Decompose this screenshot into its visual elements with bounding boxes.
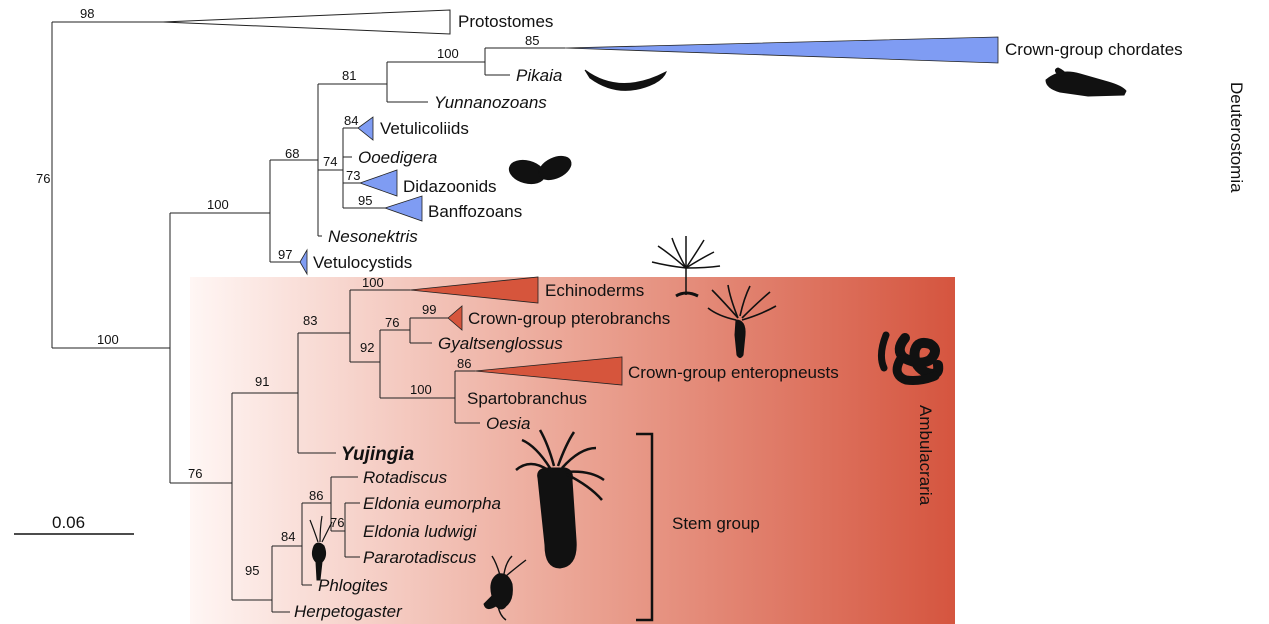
support-value: 98 bbox=[80, 6, 94, 21]
collapsed-clades bbox=[162, 9, 999, 386]
support-value: 76 bbox=[330, 515, 344, 530]
didazoonids-clade bbox=[358, 169, 398, 197]
taxon-pararotadiscus: Pararotadiscus bbox=[363, 548, 477, 567]
taxon-rotadiscus: Rotadiscus bbox=[363, 468, 448, 487]
support-value: 86 bbox=[457, 356, 471, 371]
support-value: 97 bbox=[278, 247, 292, 262]
stem-group-bracket bbox=[636, 432, 654, 622]
taxon-phlogites: Phlogites bbox=[318, 576, 388, 595]
taxon-yunnanozoans: Yunnanozoans bbox=[434, 93, 547, 112]
taxon-eldonia-eumorpha: Eldonia eumorpha bbox=[363, 494, 501, 513]
support-value: 100 bbox=[207, 197, 229, 212]
taxon-ooedigera: Ooedigera bbox=[358, 148, 437, 167]
enteropneust-silhouette bbox=[877, 331, 944, 385]
didazoonid-silhouette bbox=[508, 155, 572, 185]
crown-enteropneusts-clade bbox=[474, 356, 623, 386]
phlogites-silhouette bbox=[309, 515, 333, 581]
ambulacraria-label: Ambulacraria bbox=[916, 405, 935, 506]
support-value: 100 bbox=[437, 46, 459, 61]
taxon-protostomes: Protostomes bbox=[458, 12, 553, 31]
support-value: 85 bbox=[525, 33, 539, 48]
support-value: 76 bbox=[188, 466, 202, 481]
taxon-echinoderms: Echinoderms bbox=[545, 281, 644, 300]
taxon-yujingia: Yujingia bbox=[341, 444, 415, 465]
support-value: 83 bbox=[303, 313, 317, 328]
scale-bar-label: 0.06 bbox=[52, 513, 85, 532]
pikaia-silhouette bbox=[584, 69, 667, 91]
taxon-crown-chordates: Crown-group chordates bbox=[1005, 40, 1183, 59]
support-value: 81 bbox=[342, 68, 356, 83]
support-value: 100 bbox=[410, 382, 432, 397]
vetulocystids-clade bbox=[299, 248, 308, 276]
support-value: 100 bbox=[362, 275, 384, 290]
chordate-silhouette bbox=[1045, 67, 1127, 97]
banffozoans-clade bbox=[383, 195, 423, 222]
taxon-vetulocystids: Vetulocystids bbox=[313, 253, 412, 272]
pterobranch-silhouette bbox=[707, 284, 777, 358]
vetulicoliids-clade bbox=[357, 116, 374, 141]
support-value: 74 bbox=[323, 154, 337, 169]
taxon-oesia: Oesia bbox=[486, 414, 530, 433]
support-value: 86 bbox=[309, 488, 323, 503]
crown-pterobranchs-clade bbox=[447, 305, 463, 331]
yujingia-silhouette bbox=[515, 429, 605, 569]
herpetogaster-silhouette bbox=[483, 555, 527, 621]
crown-chordates-clade bbox=[564, 36, 999, 64]
taxon-herpetogaster: Herpetogaster bbox=[294, 602, 403, 621]
taxon-crown-enteropneusts: Crown-group enteropneusts bbox=[628, 363, 839, 382]
taxon-didazoonids: Didazoonids bbox=[403, 177, 497, 196]
support-value: 100 bbox=[97, 332, 119, 347]
taxon-vetulicoliids: Vetulicoliids bbox=[380, 119, 469, 138]
deuterostomia-label: Deuterostomia bbox=[1227, 82, 1246, 193]
support-value: 76 bbox=[385, 315, 399, 330]
echinoderms-clade bbox=[409, 276, 539, 304]
support-value: 99 bbox=[422, 302, 436, 317]
support-value: 91 bbox=[255, 374, 269, 389]
support-value: 95 bbox=[245, 563, 259, 578]
support-value: 68 bbox=[285, 146, 299, 161]
taxon-pikaia: Pikaia bbox=[516, 66, 562, 85]
support-value: 76 bbox=[36, 171, 50, 186]
taxon-crown-pterobranchs: Crown-group pterobranchs bbox=[468, 309, 670, 328]
taxon-spartobranchus: Spartobranchus bbox=[467, 389, 587, 408]
taxon-banffozoans: Banffozoans bbox=[428, 202, 522, 221]
taxon-labels: Protostomes Crown-group chordates Pikaia… bbox=[294, 12, 1183, 621]
support-value: 84 bbox=[281, 529, 295, 544]
tree-branches bbox=[51, 21, 565, 613]
taxon-nesonektris: Nesonektris bbox=[328, 227, 418, 246]
support-value: 73 bbox=[346, 168, 360, 183]
protostomes-clade bbox=[162, 9, 451, 35]
support-values: 98 76 100 100 85 81 68 74 84 73 95 100 9… bbox=[36, 6, 539, 578]
taxon-gyaltsenglossus: Gyaltsenglossus bbox=[438, 334, 563, 353]
support-value: 95 bbox=[358, 193, 372, 208]
echinoderm-silhouette bbox=[651, 236, 721, 298]
ambulacraria-panel bbox=[190, 277, 955, 624]
taxon-eldonia-ludwigi: Eldonia ludwigi bbox=[363, 522, 478, 541]
support-value: 84 bbox=[344, 113, 358, 128]
stem-group-label: Stem group bbox=[672, 514, 760, 533]
support-value: 92 bbox=[360, 340, 374, 355]
silhouettes bbox=[309, 67, 1127, 621]
